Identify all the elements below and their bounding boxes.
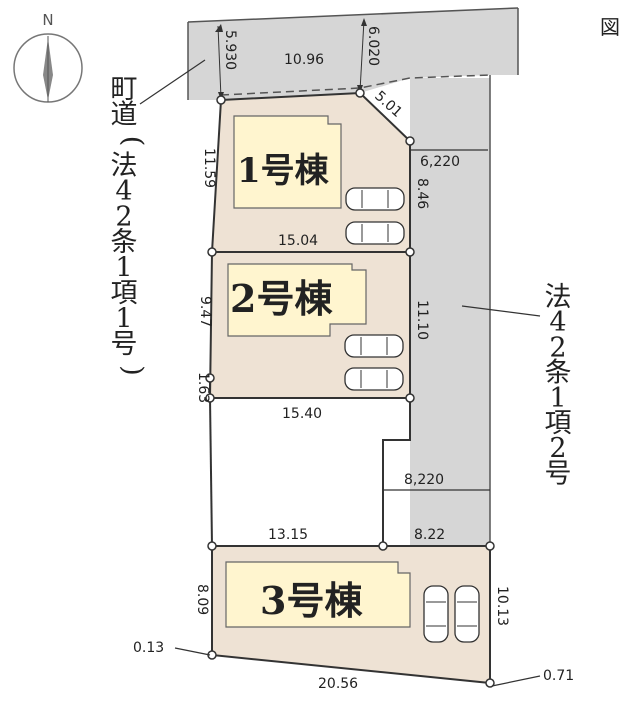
- leftRoad-char: (: [117, 136, 148, 147]
- building-2-footprint: [227, 263, 367, 337]
- dim-lot3-right: 10.13: [494, 586, 510, 626]
- leftRoad-char: 法: [111, 151, 138, 182]
- leftRoad-char: 項: [111, 278, 138, 309]
- leftRoad-char: 1: [115, 253, 132, 284]
- leftRoad-char: 号: [111, 329, 138, 360]
- dim-lot3-left: 8.09: [194, 584, 210, 615]
- leftRoad-char: 条: [111, 227, 138, 258]
- leftRoad-char: 道: [111, 100, 138, 131]
- road-right: [410, 78, 490, 548]
- rightRoad-char: 条: [545, 358, 572, 389]
- rightRoad-char: 1: [549, 383, 566, 414]
- dim-lot2-left: 9.47: [197, 296, 213, 327]
- building-2-label: 2号棟: [230, 276, 333, 321]
- dim-strip-left: 1.63: [195, 372, 211, 403]
- dim-corner-bl: 0.13: [133, 640, 164, 656]
- leftRoad-char: 4: [115, 176, 132, 207]
- car-icon: [345, 221, 405, 245]
- building-3-footprint: [225, 561, 411, 628]
- dim-road-right-mid: 8,220: [404, 472, 444, 488]
- dim-road-right-top: 6,220: [420, 154, 460, 170]
- dim-lot1-bottom: 15.04: [278, 233, 318, 249]
- rightRoad-char: 4: [549, 307, 566, 338]
- leftRoad-char: 1: [115, 304, 132, 335]
- rightRoad-char: 2: [549, 433, 566, 464]
- dim-lot2-right: 11.10: [414, 300, 430, 340]
- car-icon: [423, 585, 449, 643]
- leftRoad-char: ): [117, 365, 148, 376]
- car-icon: [454, 585, 480, 643]
- rightRoad-char: 号: [545, 458, 572, 489]
- car-icon: [345, 187, 405, 211]
- boundary-markers: [205, 88, 495, 688]
- dim-lot3-top-left: 13.15: [268, 527, 308, 543]
- dim-lot3-top-right: 8.22: [414, 527, 445, 543]
- leftRoad-char: 2: [115, 202, 132, 233]
- north-label: N: [42, 11, 53, 29]
- dim-lot1-right: 8.46: [414, 178, 430, 209]
- dim-lot3-bottom: 20.56: [318, 676, 358, 692]
- rightRoad-char: 法: [545, 282, 572, 313]
- dim-lot1-left: 11.59: [201, 148, 217, 188]
- building-1-label: 1号棟: [237, 151, 330, 191]
- rightRoad-char: 項: [545, 408, 572, 439]
- leftRoad-char: 町: [111, 74, 138, 105]
- dim-road-top-right: 6.020: [365, 26, 381, 66]
- building-3-label: 3号棟: [260, 578, 363, 623]
- rightRoad-char: 2: [549, 332, 566, 363]
- dim-lot2-bottom: 15.40: [282, 406, 322, 422]
- parking-car-icons: [344, 187, 480, 643]
- dim-top: 10.96: [284, 52, 324, 68]
- dim-corner-br: 0.71: [543, 668, 574, 684]
- drawing-label: 図: [600, 15, 620, 39]
- car-icon: [344, 367, 404, 391]
- car-icon: [344, 334, 404, 358]
- dim-road-top-left: 5.930: [222, 30, 238, 70]
- north-compass-icon: N: [13, 11, 83, 103]
- building-1-footprint: [233, 115, 342, 209]
